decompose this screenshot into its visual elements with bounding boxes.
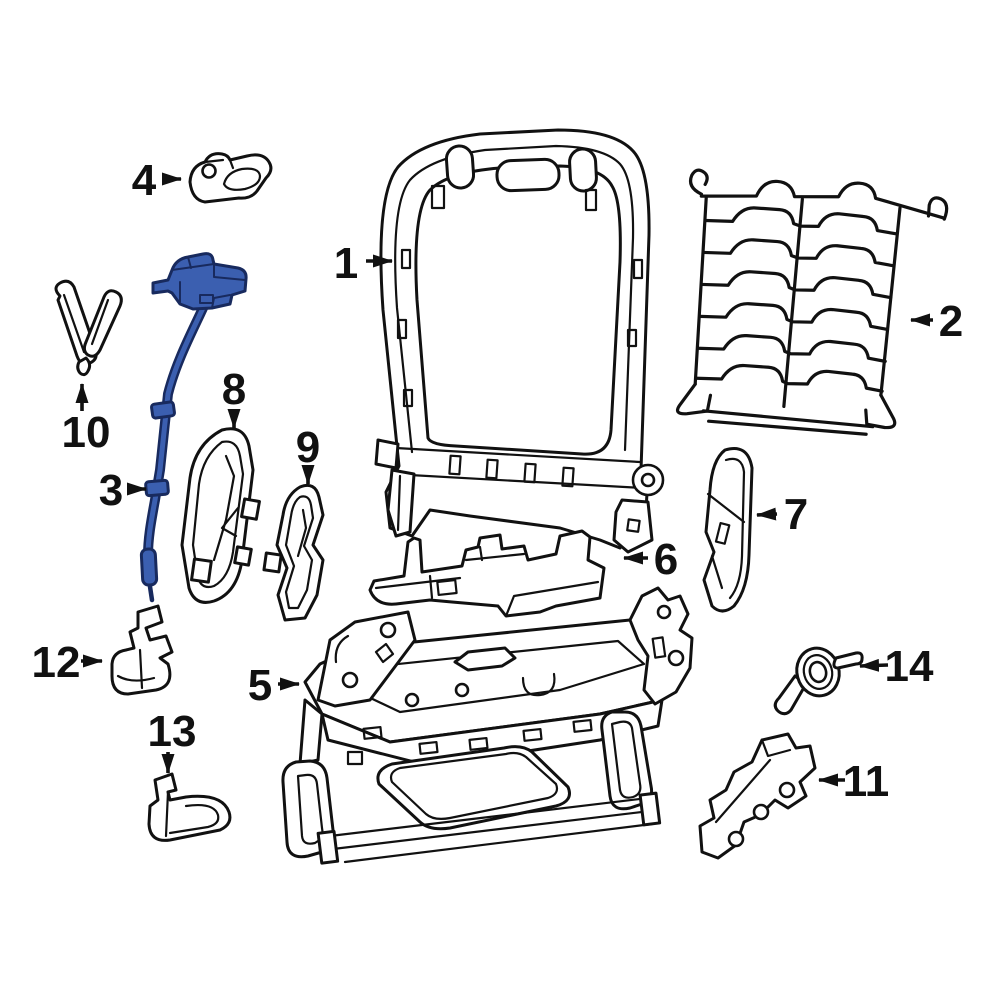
part-10-pull-strap	[54, 279, 123, 377]
part-13-front-bracket	[147, 772, 232, 842]
callout-9-label: 9	[296, 423, 320, 472]
part-14-cable-grommet	[773, 646, 864, 716]
part-2-wire-panel	[675, 168, 949, 436]
part-5-seat-adjuster	[281, 586, 694, 865]
callout-13-label: 13	[148, 707, 197, 756]
callout-6: 6	[623, 535, 678, 584]
callout-2-label: 2	[939, 297, 963, 346]
callout-10-label: 10	[62, 408, 111, 457]
callout-12-label: 12	[32, 638, 81, 687]
cable-clip	[150, 400, 176, 420]
callout-7-arrow	[756, 507, 778, 521]
callout-14-arrow	[859, 658, 889, 672]
part-3-release-cable	[139, 252, 248, 603]
callout-5: 5	[248, 661, 300, 710]
cable-clip	[144, 478, 170, 498]
part-9-recliner-inner-cover	[262, 483, 325, 622]
callout-11: 11	[818, 757, 890, 806]
part-7-outer-side-shield	[702, 447, 754, 613]
part-11-outer-bracket	[698, 732, 817, 860]
callout-10: 10	[62, 383, 111, 457]
cable-sleeve	[139, 547, 159, 587]
callout-8: 8	[222, 365, 246, 429]
callout-4-label: 4	[132, 156, 157, 205]
callout-5-label: 5	[248, 661, 272, 710]
callouts: 1 2 3 4 5 6 7 8	[32, 156, 964, 806]
callout-4: 4	[132, 156, 182, 205]
callout-8-label: 8	[222, 365, 246, 414]
callout-7: 7	[756, 490, 808, 539]
callout-11-label: 11	[843, 757, 890, 806]
callout-2: 2	[910, 297, 963, 346]
part-1-seat-back-frame	[374, 128, 665, 554]
callout-1-label: 1	[334, 239, 358, 288]
part-4-latch-cover	[188, 152, 273, 204]
part-12-inner-bracket	[110, 604, 174, 696]
callout-14: 14	[859, 642, 934, 691]
part-6-front-shield	[368, 529, 606, 618]
callout-3: 3	[99, 466, 147, 515]
callout-12: 12	[32, 638, 103, 687]
callout-3-label: 3	[99, 466, 123, 515]
part-8-recliner-outer-cover	[180, 427, 261, 604]
cable-core	[145, 305, 206, 581]
callout-13: 13	[148, 707, 197, 774]
callout-6-label: 6	[654, 535, 678, 584]
callout-7-label: 7	[784, 490, 808, 539]
callout-14-label: 14	[885, 642, 934, 691]
callout-1: 1	[334, 239, 393, 288]
callout-9: 9	[296, 423, 320, 485]
cable-latch-end	[151, 252, 248, 311]
